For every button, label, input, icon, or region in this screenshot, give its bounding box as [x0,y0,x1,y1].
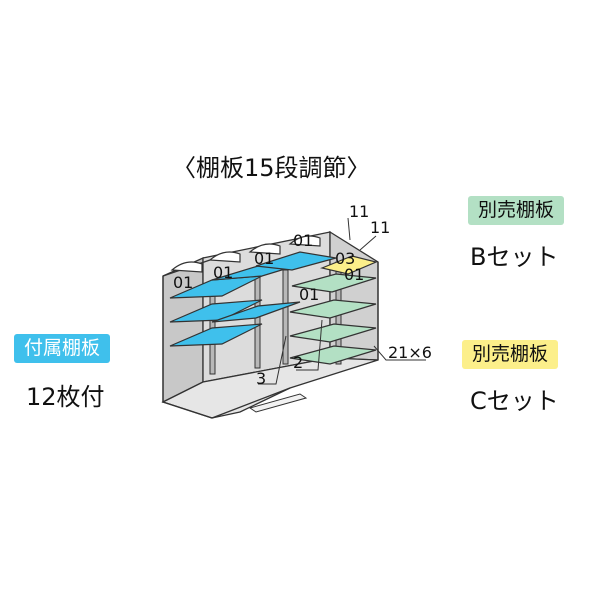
included-shelf-tag: 付属棚板 [14,334,111,363]
label-01: 01 [254,249,274,268]
label-01: 01 [299,285,319,304]
label-01: 01 [213,263,233,282]
dimension-label: 21×6 [388,343,432,362]
label-3: 3 [256,369,266,388]
label-01: 01 [344,265,364,284]
diagram-title: 〈棚板15段調節〉 [172,154,371,182]
optional-shelf-c [319,255,378,275]
label-11: 11 [370,218,390,237]
label-2: 2 [293,353,303,372]
optional-shelves-b [289,273,377,365]
label-01: 01 [293,231,313,250]
included-shelf-count: 12枚付 [26,383,105,411]
optional-shelf-b-tag: 別売棚板 [468,196,565,225]
label-11: 11 [349,202,369,221]
optional-shelf-c-set: Cセット [470,387,559,415]
optional-shelf-c-tag: 別売棚板 [462,340,559,369]
optional-shelf-b-set: Bセット [470,243,559,271]
label-03: 03 [335,249,355,268]
label-01: 01 [173,273,193,292]
included-shelves [169,251,337,347]
